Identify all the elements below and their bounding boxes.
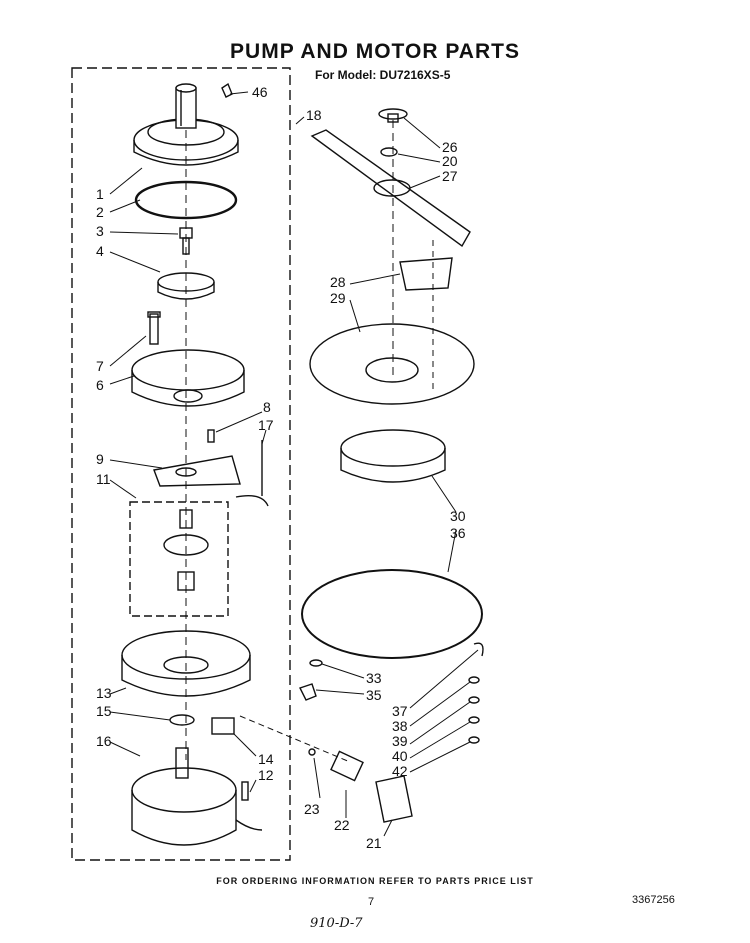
spray-arm-washer-part: [380, 147, 398, 157]
part-label: 2: [96, 204, 104, 220]
part-label: 3: [96, 223, 104, 239]
ring-seal-part: [134, 180, 238, 220]
part-label: 27: [442, 168, 458, 184]
part-label: 1: [96, 186, 104, 202]
bracket-part: [375, 775, 413, 823]
part-label: 4: [96, 243, 104, 259]
part-label: 21: [366, 835, 382, 851]
pump-housing-part: [131, 349, 245, 407]
part-label: 18: [306, 107, 322, 123]
part-label: 26: [442, 139, 458, 155]
part-label: 39: [392, 733, 408, 749]
filter-clip-part: [399, 257, 453, 291]
screw-part: [147, 311, 161, 345]
model-number: For Model: DU7216XS-5: [315, 68, 451, 82]
part-label: 37: [392, 703, 408, 719]
lower-housing-part: [121, 630, 251, 697]
part-label: 40: [392, 748, 408, 764]
part-label: 6: [96, 377, 104, 393]
part-label: 23: [304, 801, 320, 817]
washer-part: [169, 714, 195, 726]
part-label: 16: [96, 733, 112, 749]
terminal-hardware-part: [299, 659, 323, 701]
pump-cover-part: [133, 83, 239, 166]
part-label: 8: [263, 399, 271, 415]
part-label: 9: [96, 451, 104, 467]
part-label: 13: [96, 685, 112, 701]
pump-assembly-outline: [71, 67, 291, 861]
part-label: 46: [252, 84, 268, 100]
part-label: 30: [450, 508, 466, 524]
part-label: 11: [96, 471, 111, 487]
leader-lines: [109, 91, 479, 837]
part-label: 38: [392, 718, 408, 734]
page-title: PUMP AND MOTOR PARTS: [230, 40, 520, 63]
small-screw-part: [207, 429, 215, 443]
disk-part: [157, 272, 215, 300]
part-number-labels: 46 18 1 2 3 4 7 6 8 17 9 11 13 15 16 14 …: [96, 84, 466, 851]
motor-screw-part: [241, 781, 249, 801]
motor-part: [131, 747, 263, 846]
plate-part: [153, 455, 241, 487]
part-label: 7: [96, 358, 104, 374]
ordering-note: FOR ORDERING INFORMATION REFER TO PARTS …: [216, 876, 534, 886]
part-label: 20: [442, 153, 458, 169]
clip-part: [221, 82, 233, 98]
document-number: 3367256: [632, 894, 675, 906]
impeller-subassembly-outline: [129, 501, 229, 617]
nut-part: [179, 227, 193, 255]
part-label: 17: [258, 417, 274, 433]
cap-part: [378, 108, 408, 123]
part-label: 42: [392, 763, 408, 779]
part-label: 15: [96, 703, 112, 719]
filter-screen-part: [309, 323, 475, 405]
part-label: 36: [450, 525, 466, 541]
part-label: 28: [330, 274, 346, 290]
filter-ring-part: [340, 429, 446, 483]
washer-stack-part: [468, 642, 484, 744]
part-label: 12: [258, 767, 274, 783]
impeller-part: [163, 509, 209, 591]
part-label: 35: [366, 687, 382, 703]
part-label: 14: [258, 751, 274, 767]
page-number: 7: [368, 896, 375, 908]
hose-fitting-part: [239, 715, 364, 782]
heater-element-part: [301, 569, 483, 659]
part-label: 22: [334, 817, 350, 833]
block-part: [211, 717, 235, 735]
part-label: 29: [330, 290, 346, 306]
part-label: 33: [366, 670, 382, 686]
pin-part: [235, 440, 269, 507]
handwritten-note: 910-D-7: [310, 916, 363, 931]
